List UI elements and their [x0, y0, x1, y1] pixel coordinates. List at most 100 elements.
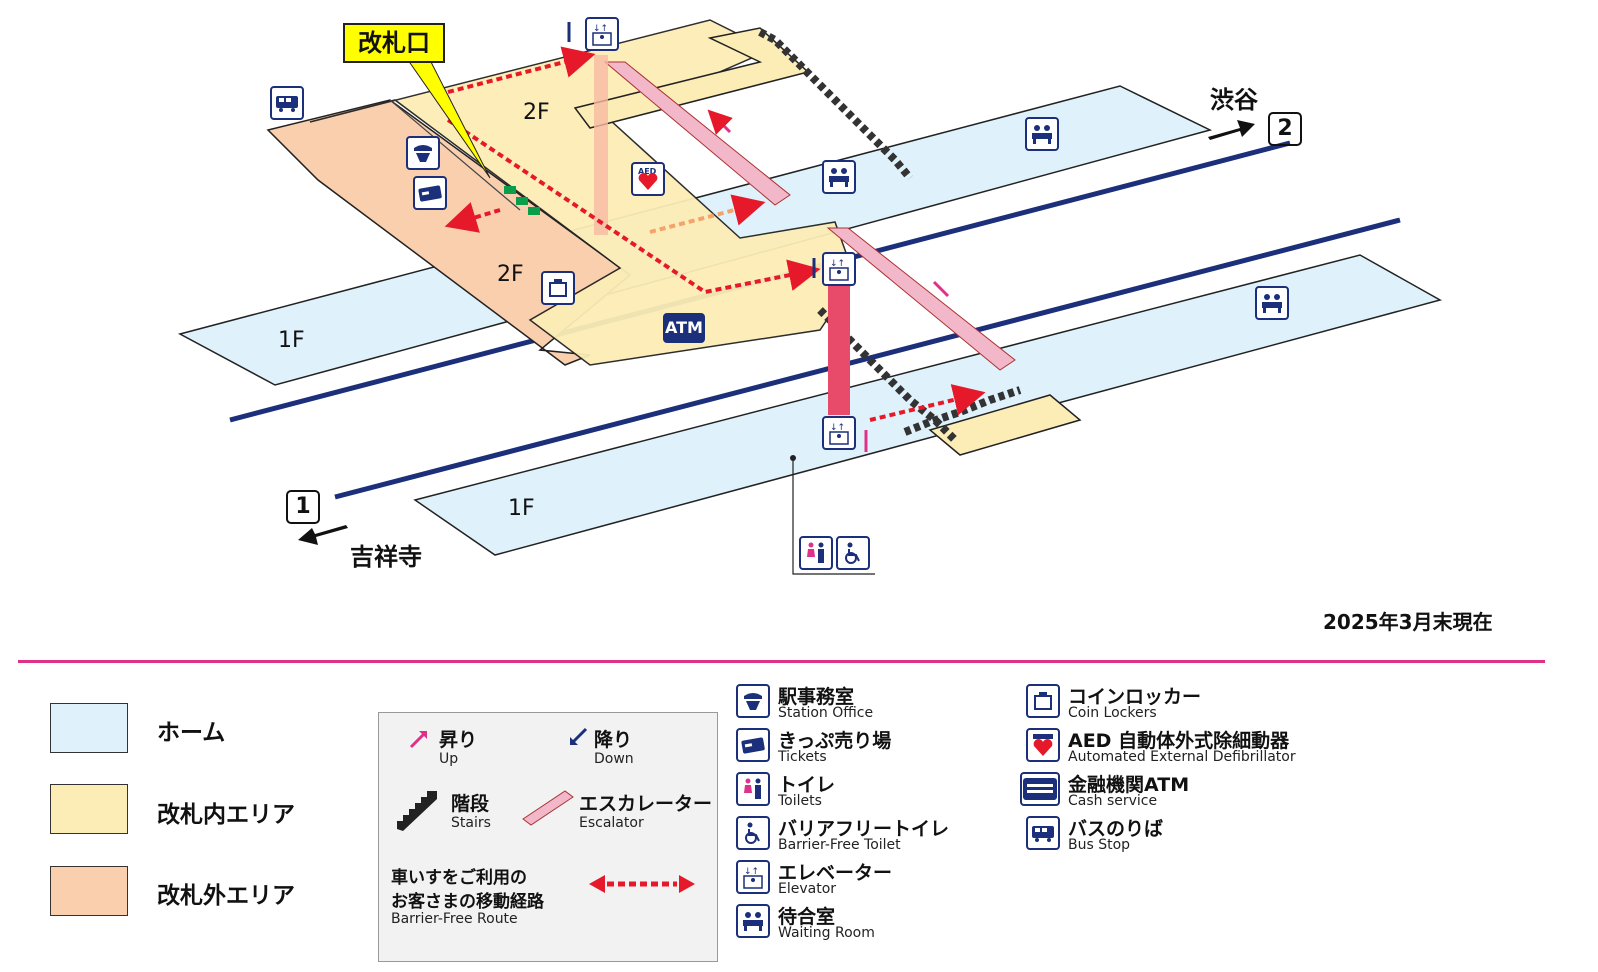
aed-icon	[1026, 728, 1060, 762]
direction-arrow-shibuya	[1208, 120, 1255, 140]
ticket-gate	[504, 186, 516, 194]
legend-symbols-box: 昇り Up 降り Down 階段 Stairs エスカレーター Escalato…	[378, 712, 718, 962]
ticket-gate	[528, 207, 540, 215]
facility-label-jp: 金融機関ATM	[1068, 774, 1190, 796]
legend-label-inside: 改札内エリア	[157, 802, 295, 828]
station-map	[177, 19, 1442, 575]
svg-text:↓↑: ↓↑	[830, 259, 845, 269]
up-arrow-icon	[409, 731, 427, 749]
legend-down-en: Down	[594, 751, 634, 767]
concourse-upper-wing	[573, 27, 810, 129]
station-office-icon	[736, 684, 770, 718]
platform-stair-landing	[928, 394, 1082, 456]
facility-label-en: Coin Lockers	[1068, 705, 1157, 721]
platform-number-2: 2	[1268, 112, 1302, 146]
legend-route-jp2: お客さまの移動経路	[391, 892, 544, 912]
barrier-free-route	[447, 46, 596, 94]
floor-label-2f-upper: 2F	[523, 100, 550, 125]
svg-text:↓↑: ↓↑	[830, 423, 845, 433]
legend-label-platform: ホーム	[157, 720, 226, 746]
elevator-shaft-upper	[594, 55, 608, 235]
toilet-icon	[736, 772, 770, 806]
facility-label-jp: きっぷ売り場	[778, 730, 892, 752]
barrier-free-route	[446, 118, 821, 295]
legend-escalator-en: Escalator	[579, 815, 644, 831]
elevator-icon: ↓↑	[585, 17, 619, 51]
destination-shibuya: 渋谷	[1210, 86, 1258, 114]
destination-kichijoji: 吉祥寺	[350, 543, 422, 571]
ticket-gate	[516, 197, 528, 205]
legend-swatch-outside	[50, 866, 128, 916]
platform-number-1: 1	[286, 490, 320, 524]
barrier-free-route	[869, 384, 986, 422]
svg-text:↓↑: ↓↑	[744, 867, 759, 877]
legend-escalator-jp: エスカレーター	[579, 793, 713, 815]
elevator-icon: ↓↑	[822, 252, 856, 286]
legend-down-jp: 降り	[594, 729, 633, 751]
legend-up-en: Up	[439, 751, 459, 767]
waiting-room-icon	[1025, 117, 1059, 151]
escalator-icon	[522, 790, 574, 826]
facility-label-jp: AED 自動体外式除細動器	[1068, 730, 1290, 752]
waiting-room-icon	[736, 904, 770, 938]
direction-arrow-kichijoji	[298, 525, 348, 545]
coin-locker-icon	[1026, 684, 1060, 718]
escalator-upper	[603, 61, 791, 206]
waiting-room-icon	[822, 160, 856, 194]
facility-label-jp: トイレ	[778, 774, 836, 796]
svg-text:↓↑: ↓↑	[593, 24, 608, 34]
barrier-free-route-icon	[589, 875, 695, 893]
aed-icon: AED	[631, 162, 665, 196]
up-arrow	[707, 109, 733, 135]
ticket-icon	[736, 728, 770, 762]
legend-label-outside: 改札外エリア	[157, 883, 295, 909]
facility-label-jp: 駅事務室	[778, 686, 855, 708]
barrier-free-route	[444, 202, 501, 233]
date-note: 2025年3月末現在	[1323, 610, 1493, 634]
toilet-icon	[799, 536, 833, 570]
elevator-icon: ↓↑	[736, 860, 770, 894]
atm-icon	[1020, 772, 1060, 806]
facility-label-en: Elevator	[778, 881, 837, 897]
wheelchair-icon	[736, 816, 770, 850]
floor-label-1f-lower: 1F	[508, 496, 535, 521]
bus-icon	[1026, 816, 1060, 850]
facility-label-jp: 待合室	[778, 906, 836, 928]
legend-route-en: Barrier-Free Route	[391, 911, 518, 927]
facility-label-en: Waiting Room	[778, 925, 875, 941]
gate-line	[389, 99, 521, 211]
facility-label-jp: コインロッカー	[1068, 686, 1202, 708]
track-lower	[334, 217, 1401, 500]
escalator-lower	[826, 227, 1016, 371]
stairs-platform	[903, 386, 1022, 436]
floor-label-2f-lower: 2F	[497, 262, 524, 287]
facility-label-en: Bus Stop	[1068, 837, 1131, 853]
wheelchair-icon	[836, 536, 870, 570]
facility-label-en: Station Office	[778, 705, 874, 721]
facility-label-en: Automated External Defibrillator	[1068, 749, 1296, 765]
elevator-icon: ↓↑	[822, 416, 856, 450]
down-arrow-icon	[570, 727, 588, 745]
legend-route-jp1: 車いすをご利用の	[391, 868, 527, 888]
elevator-shaft-lower	[828, 285, 850, 415]
facility-label-jp: バスのりば	[1068, 818, 1164, 840]
facility-label-en: Tickets	[778, 749, 827, 765]
facility-label-jp: エレベーター	[778, 862, 893, 884]
bus-icon	[270, 86, 304, 120]
stairs-icon	[397, 791, 437, 831]
legend-stairs-en: Stairs	[451, 815, 491, 831]
platform-lower	[413, 254, 1442, 556]
toilet-callout-line	[792, 458, 875, 575]
stairs-upper	[758, 28, 914, 181]
legend-up-jp: 昇り	[439, 729, 478, 751]
ticket-icon	[413, 176, 447, 210]
station-office-icon	[406, 136, 440, 170]
gate-label: 改札口	[343, 23, 445, 63]
section-divider	[18, 660, 1545, 663]
legend-swatch-platform	[50, 703, 128, 753]
coin-locker-icon	[541, 271, 575, 305]
barrier-free-route	[649, 194, 766, 234]
facility-label-en: Toilets	[778, 793, 822, 809]
